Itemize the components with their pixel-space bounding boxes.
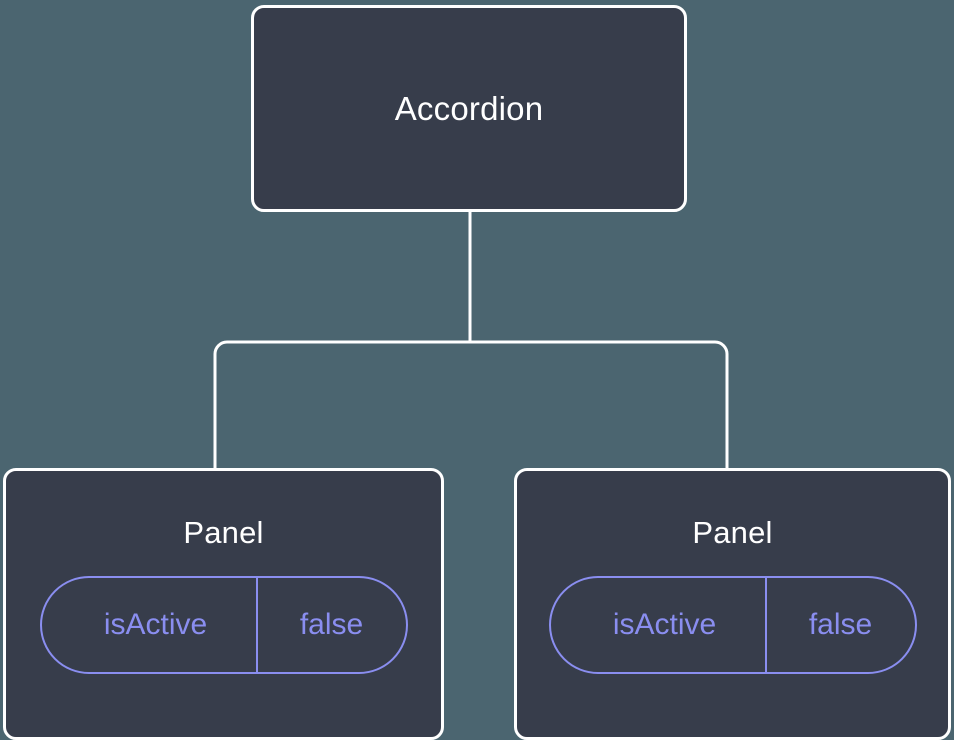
node-panel-right-label: Panel — [692, 515, 773, 550]
prop-pill-isactive-right[interactable]: isActive false — [548, 576, 917, 674]
prop-value-isactive-left: false — [255, 578, 406, 672]
prop-key-isactive-left: isActive — [103, 608, 208, 641]
prop-key-isactive-right: isActive — [612, 608, 717, 641]
node-accordion[interactable]: Accordion — [251, 5, 687, 212]
edge-accordion-to-panel-right — [470, 340, 729, 472]
node-panel-left[interactable]: Panel isActive false — [3, 468, 444, 740]
prop-pill-isactive-left[interactable]: isActive false — [39, 576, 408, 674]
node-panel-right[interactable]: Panel isActive false — [514, 468, 951, 740]
node-accordion-label: Accordion — [394, 90, 544, 127]
node-panel-left-label: Panel — [183, 515, 264, 550]
prop-value-isactive-right: false — [764, 578, 915, 672]
edge-accordion-to-panel-left — [213, 340, 470, 472]
